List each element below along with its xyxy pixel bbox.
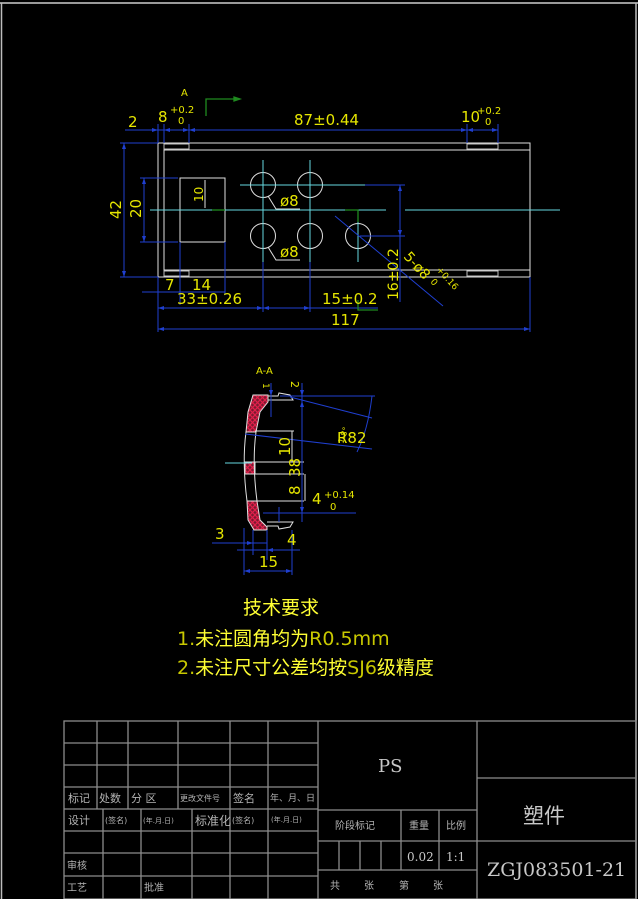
dim-window-offset: 7 [165, 276, 175, 294]
stage-label: 阶段标记 [335, 819, 375, 832]
technical-requirements: 技术要求 1.未注圆角均为R0.5mm 2.未注尺寸公差均按SJ6级精度 [177, 597, 434, 679]
standardization-label: 标准化 [195, 814, 231, 828]
section-dimension-arrows [244, 390, 304, 573]
dim-hole-row-offset: 16±0.2 [386, 248, 402, 300]
scale-value: 1:1 [446, 850, 465, 864]
col-header-count: 处数 [99, 792, 121, 805]
standardization-date: (年.月.日) [271, 815, 302, 824]
dim-window-half: 10 [192, 187, 206, 202]
col-header-signature: 签名 [233, 791, 255, 805]
dim-height-total: 42 [107, 200, 125, 219]
dim-hole-pitch: 15±0.2 [322, 290, 378, 308]
col-header-change-doc: 更改文件号 [180, 793, 220, 803]
dim-lip-top-1: 1 [260, 383, 270, 389]
dim-lip-top-2: 2 [288, 381, 301, 388]
dim-hole-dia-bottom: ø8 [280, 243, 299, 261]
review-label: 审核 [67, 859, 87, 872]
dim-window-height: 20 [127, 199, 145, 218]
dim-slot-right: 10 [461, 108, 480, 126]
section-view: A-A [212, 366, 375, 575]
weight-label: 重量 [409, 819, 429, 832]
dim-depth-tol-lower: 0 [330, 502, 336, 513]
col-header-zone: 分 区 [131, 792, 157, 805]
sheets-total-label: 共 [330, 880, 340, 892]
dim-window-width: 14 [192, 276, 211, 294]
dim-slot-left: 8 [158, 108, 168, 126]
tech-notes-title: 技术要求 [243, 597, 319, 619]
sheets-unit-1: 张 [364, 880, 374, 892]
section-dimension-lines [212, 383, 375, 575]
dim-radius: R82 [337, 429, 367, 447]
design-label: 设计 [68, 814, 90, 827]
dim-lip-bottom: 4 [287, 531, 297, 549]
col-header-mark: 标记 [68, 791, 90, 805]
sheets-unit-2: 张 [433, 880, 443, 892]
design-date: (年.月.日) [143, 816, 174, 825]
section-outline [243, 392, 304, 530]
material-value: PS [378, 756, 402, 777]
dim-length-total: 117 [331, 311, 360, 329]
process-label: 工艺 [67, 882, 87, 894]
sheet-no-label: 第 [399, 879, 409, 892]
approve-label: 批准 [144, 881, 164, 894]
section-mark-label: A [181, 88, 188, 99]
drawing-number: ZGJ083501-21 [487, 859, 626, 881]
dim-hole-spec: 5-ø8 [400, 249, 433, 283]
dim-first-hole-x: 33±0.26 [177, 290, 242, 308]
dim-inner-38: 38 [286, 458, 304, 477]
dim-wall-left: 2 [128, 113, 138, 131]
scale-label: 比例 [446, 819, 466, 832]
dimension-arrows [122, 128, 530, 331]
dim-slot-left-tol-upper: +0.2 [170, 105, 194, 116]
section-title: A-A [256, 366, 273, 377]
dim-inner-8: 8 [286, 485, 304, 495]
dim-depth-tol-upper: +0.14 [324, 490, 355, 501]
dim-inner-10: 10 [276, 437, 294, 456]
dim-hole-dia-top: ø8 [280, 192, 299, 210]
title-block: 标记 处数 分 区 更改文件号 签名 年、月、日 设计 (签名) (年.月.日)… [63, 720, 637, 899]
col-header-date: 年、月、日 [270, 792, 315, 804]
dim-slot-right-tol-lower: 0 [485, 117, 491, 128]
standardization-signature: (签名) [232, 815, 254, 825]
section-cut-arrow [205, 96, 378, 311]
dim-overall-depth: 15 [259, 553, 278, 571]
weight-value: 0.02 [407, 850, 434, 864]
part-name: 塑件 [523, 804, 565, 828]
dim-hole-spec-tol-lower: 0 [428, 277, 439, 288]
tech-note-1: 1.未注圆角均为R0.5mm [177, 628, 390, 650]
dim-slot-right-tol-upper: +0.2 [477, 106, 501, 117]
design-signature: (签名) [105, 815, 127, 825]
dim-wall: 3 [215, 525, 225, 543]
center-lines [150, 160, 560, 262]
dim-depth: 4 [312, 490, 322, 508]
tech-note-2: 2.未注尺寸公差均按SJ6级精度 [177, 657, 434, 679]
plan-view: A 2 8 +0.2 0 87±0.44 10 +0.2 0 42 20 10 … [107, 88, 560, 332]
dim-span: 87±0.44 [294, 111, 359, 129]
hole-leaders [204, 180, 300, 261]
dim-slot-left-tol-lower: 0 [178, 116, 184, 127]
